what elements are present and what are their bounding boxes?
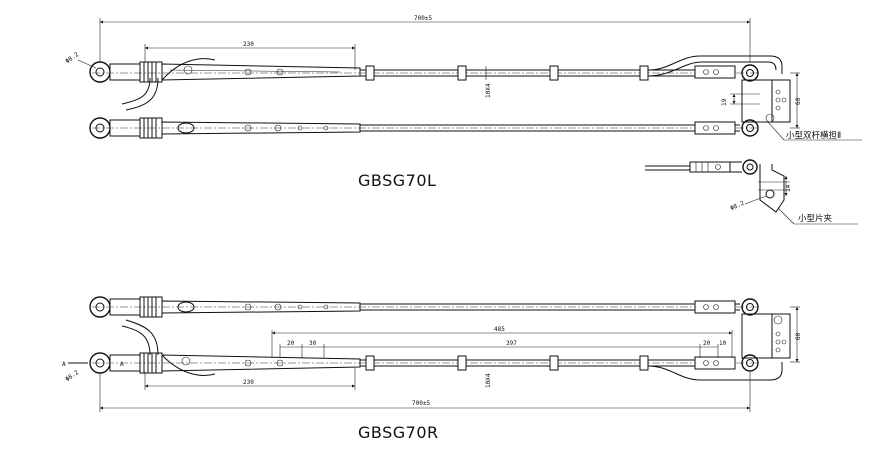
span-dim: 485: [494, 326, 505, 333]
bottom-bracket-dim: 60: [795, 332, 802, 340]
bottom-view-title: GBSG70R: [358, 423, 439, 442]
clip-hole-dim: Φ8.2: [729, 200, 745, 213]
assembly-label: 小型双杆横担Ⅱ: [786, 130, 841, 141]
left-dim-a: 20: [287, 340, 295, 347]
bottom-blade-dim: 230: [243, 379, 254, 386]
top-view-title: GBSG70L: [358, 171, 436, 190]
bottom-tube-dim: 10X4: [485, 373, 492, 388]
top-blade-dim: 230: [243, 41, 254, 48]
clip-detail: 14 Φ8.2 小型片夹: [645, 159, 858, 225]
top-tube-dim: 10X4: [485, 83, 492, 98]
inner-dim: 397: [506, 340, 517, 347]
section-mark-a: A: [62, 361, 66, 368]
bottom-view: 60 A A Φ8.2: [62, 296, 802, 442]
bracket-dim-b: 60: [795, 97, 802, 105]
top-overall-dim: 700±5: [414, 15, 432, 22]
arm-section-mark: A: [120, 361, 124, 368]
right-dim-a: 20: [703, 340, 711, 347]
right-dim-b: 10: [719, 340, 727, 347]
left-dim-b: 30: [309, 340, 317, 347]
bracket-dim-a: 19: [721, 98, 728, 106]
top-hole-dim: Φ8.2: [64, 51, 80, 65]
clip-width-dim: 14: [785, 184, 792, 192]
bottom-overall-dim: 700±5: [412, 400, 430, 407]
clip-label: 小型片夹: [798, 213, 833, 224]
top-view: 700±5 230 Φ8.2: [64, 15, 862, 190]
bottom-hole-dim: Φ8.2: [64, 369, 80, 383]
